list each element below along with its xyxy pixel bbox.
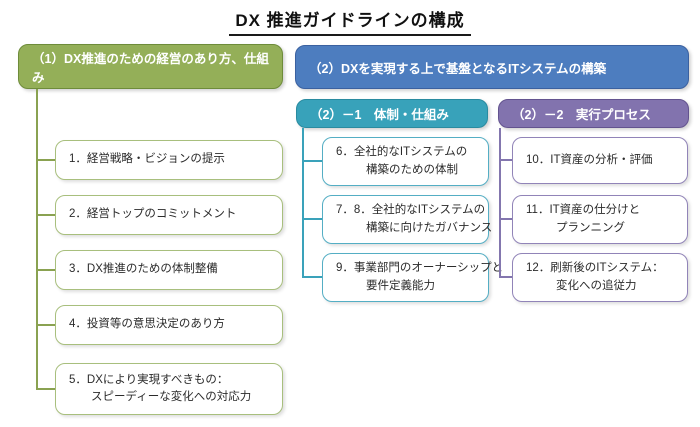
item-11-line2: プランニング <box>556 221 625 234</box>
section2-1-header-label: （2）－1 体制・仕組み <box>310 108 449 122</box>
item-box-2: 2．経営トップのコミットメント <box>55 195 283 235</box>
title-container: DX 推進ガイドラインの構成 <box>0 6 700 36</box>
section2-header: （2）DXを実現する上で基盤となるITシステムの構築 <box>295 45 689 89</box>
connector-green-stub <box>36 214 55 216</box>
connector-green-stub <box>36 324 55 326</box>
item-box-3: 3．DX推進のための体制整備 <box>55 250 283 290</box>
item-box-7-8: 7．8．全社的なITシステムの構築に向けたガバナンス <box>322 195 493 244</box>
item-9-line2: 要件定義能力 <box>366 279 435 292</box>
item-11-line1: 11．IT資産の仕分けと <box>526 204 641 217</box>
connector-green-stub <box>36 388 55 390</box>
item-6-line2: 構築のための体制 <box>366 163 458 176</box>
item-7-8-line1: 7．8．全社的なITシステムの <box>336 204 486 217</box>
item-box-12: 12．刷新後のITシステム： 変化への追従力 <box>512 253 688 302</box>
item-6-line1: 6．全社的なITシステムの <box>336 146 468 159</box>
item-12-line1: 12．刷新後のITシステム： <box>526 262 664 275</box>
item-box-6: 6．全社的なITシステムの構築のための体制 <box>322 137 489 186</box>
item-4-line1: 4．投資等の意思決定のあり方 <box>69 318 225 331</box>
item-9-line1: 9．事業部門のオーナーシップと <box>336 262 504 275</box>
page-title: DX 推進ガイドラインの構成 <box>229 6 471 36</box>
section1-header-label: （1）DX推進のための経営のあり方、仕組み <box>32 51 269 85</box>
connector-teal-stub <box>302 218 322 220</box>
item-1-line1: 1．経営戦略・ビジョンの提示 <box>69 153 225 166</box>
item-box-9: 9．事業部門のオーナーシップと要件定義能力 <box>322 253 504 302</box>
connector-purple-stub <box>499 276 512 278</box>
section1-header: （1）DX推進のための経営のあり方、仕組み <box>18 44 283 89</box>
item-box-4: 4．投資等の意思決定のあり方 <box>55 305 283 345</box>
item-12-line2: 変化への追従力 <box>556 279 637 292</box>
item-box-10: 10．IT資産の分析・評価 <box>512 137 688 184</box>
connector-green-stub <box>36 269 55 271</box>
connector-purple-stub <box>499 159 512 161</box>
connector-purple-stub <box>499 218 512 220</box>
item-2-line1: 2．経営トップのコミットメント <box>69 208 237 221</box>
section2-2-header: （2）－2 実行プロセス <box>498 99 689 128</box>
item-5-line2: スピーディーな変化への対応力 <box>91 391 252 403</box>
connector-green-vertical <box>36 89 38 390</box>
item-box-11: 11．IT資産の仕分けとプランニング <box>512 195 688 244</box>
item-5-line1: 5．DXにより実現すべきもの： <box>69 373 229 386</box>
item-box-1: 1．経営戦略・ビジョンの提示 <box>55 140 283 180</box>
item-10-line1: 10．IT資産の分析・評価 <box>526 153 653 166</box>
connector-teal-stub <box>302 276 322 278</box>
connector-purple-vertical <box>499 128 501 278</box>
item-7-8-line2: 構築に向けたガバナンス <box>366 221 493 234</box>
section2-2-header-label: （2）－2 実行プロセス <box>512 108 651 122</box>
connector-teal-stub <box>302 160 322 162</box>
section2-1-header: （2）－1 体制・仕組み <box>296 99 488 128</box>
section2-header-label: （2）DXを実現する上で基盤となるITシステムの構築 <box>309 61 607 76</box>
item-3-line1: 3．DX推進のための体制整備 <box>69 263 218 276</box>
connector-green-stub <box>36 159 55 161</box>
item-box-5: 5．DXにより実現すべきもの： スピーディーな変化への対応力 <box>55 363 283 415</box>
connector-teal-vertical <box>302 128 304 278</box>
